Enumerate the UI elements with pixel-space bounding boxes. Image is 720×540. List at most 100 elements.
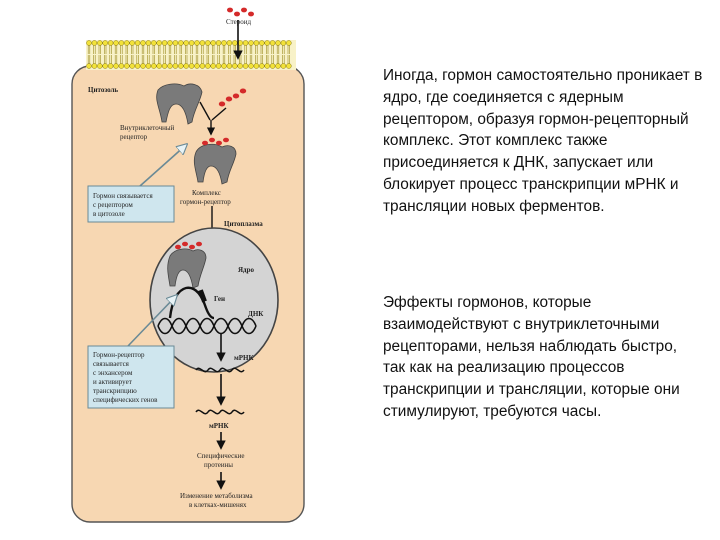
lipid-head xyxy=(167,63,173,69)
metabolism-label-2: в клетках-мишенях xyxy=(189,501,247,509)
lipid-head xyxy=(248,40,254,46)
metabolism-label-1: Изменение метаболизма xyxy=(180,492,254,500)
mrna-cyto-strand xyxy=(195,409,245,415)
lipid-tail xyxy=(168,55,172,64)
lipid-tail xyxy=(168,45,172,54)
lipid-tail xyxy=(206,55,209,64)
lipid-tail xyxy=(282,45,285,54)
lipid-head xyxy=(172,40,179,46)
lipid-head xyxy=(232,63,238,69)
lipid-head xyxy=(161,40,168,46)
lipid-head xyxy=(264,63,270,69)
gene-label: Ген xyxy=(214,295,225,303)
lipid-tail xyxy=(93,55,96,64)
lipid-head xyxy=(113,40,119,46)
lipid-head xyxy=(194,40,200,46)
dna-helix xyxy=(157,317,257,335)
lipid-tail xyxy=(255,45,258,54)
lipid-tail xyxy=(152,55,155,64)
lipid-head xyxy=(194,63,200,69)
lipid-tail xyxy=(131,55,134,64)
gene-segment xyxy=(198,289,207,303)
lipid-head xyxy=(178,40,184,46)
lipid-tail xyxy=(131,45,134,54)
lipid-head xyxy=(259,40,265,46)
lipid-tail xyxy=(201,45,204,54)
lipid-tail xyxy=(141,55,145,64)
lipid-head xyxy=(210,40,216,46)
callout2-line4: и активирует xyxy=(93,378,132,386)
lipid-head xyxy=(86,63,92,69)
lipid-tail xyxy=(217,55,220,64)
callout1-line3: в цитозоле xyxy=(93,210,125,218)
lipid-tail xyxy=(98,55,101,64)
lipid-tail xyxy=(136,55,139,64)
lipid-head xyxy=(91,63,98,69)
lipid-tail xyxy=(158,55,161,64)
lipid-head xyxy=(199,63,206,69)
lipid-head xyxy=(183,40,189,46)
lipid-tail xyxy=(163,55,166,64)
lipid-tail xyxy=(271,45,274,54)
lipid-head xyxy=(140,40,146,46)
lipid-tail xyxy=(244,45,247,54)
lipid-head xyxy=(91,40,98,46)
callout1-line2: с рецептором xyxy=(93,201,133,209)
lipid-head xyxy=(248,63,254,69)
lipid-tail xyxy=(120,45,123,54)
callout2-pointer xyxy=(127,296,176,347)
lipid-head xyxy=(210,63,216,69)
lipid-head xyxy=(129,40,135,46)
lipid-tail xyxy=(114,45,118,54)
lipid-tail xyxy=(287,55,290,64)
mrna-cyto-label: мРНК xyxy=(209,422,229,430)
lipid-head xyxy=(264,40,270,46)
lipid-head xyxy=(134,40,141,46)
lipid-head xyxy=(242,40,249,46)
lipid-tail xyxy=(206,45,209,54)
lipid-head xyxy=(86,40,92,46)
lipid-tail xyxy=(217,45,220,54)
lipid-tail xyxy=(163,45,166,54)
lipid-head xyxy=(253,63,260,69)
lipid-head xyxy=(113,63,119,69)
intracellular-receptor-label-1: Внутриклеточный xyxy=(120,124,175,132)
lipid-head xyxy=(97,63,103,69)
lipid-tail xyxy=(125,45,128,54)
lipid-tail xyxy=(152,45,155,54)
lipid-tail xyxy=(195,55,199,64)
lipid-tail xyxy=(244,55,247,64)
lipid-head xyxy=(102,63,108,69)
lipid-tail xyxy=(282,55,285,64)
explanation-paragraph-2: Эффекты гормонов, которые взаимодействую… xyxy=(383,294,680,420)
lipid-tail xyxy=(185,45,188,54)
lipid-head xyxy=(226,63,233,69)
lipid-tail xyxy=(260,45,263,54)
lipid-tail xyxy=(109,45,112,54)
lipid-tail xyxy=(287,45,290,54)
lipid-tail xyxy=(136,45,139,54)
callout2-line5: транскрипцию xyxy=(93,387,137,395)
steroid-molecule-cytosol xyxy=(218,88,247,107)
complex-label-1: Комплекс xyxy=(192,189,221,197)
lipid-head xyxy=(215,40,222,46)
lipid-tail xyxy=(260,55,263,64)
lipid-head xyxy=(107,63,114,69)
lipid-head xyxy=(280,63,287,69)
lipid-tail xyxy=(158,45,161,54)
callout2-line2: связывается xyxy=(93,360,130,368)
lipid-tail xyxy=(185,55,188,64)
lipid-head xyxy=(172,63,179,69)
cytosol-label: Цитозоль xyxy=(88,86,118,94)
lipid-tail xyxy=(222,45,226,54)
lipid-head xyxy=(107,40,114,46)
lipid-tail xyxy=(125,55,128,64)
lipid-tail xyxy=(212,55,215,64)
lipid-tail xyxy=(114,55,118,64)
lipid-tail xyxy=(228,45,231,54)
lipid-tail xyxy=(120,55,123,64)
mrna-nucleus-label: мРНК xyxy=(234,354,254,362)
lipid-tail xyxy=(249,55,253,64)
lipid-head xyxy=(221,40,227,46)
